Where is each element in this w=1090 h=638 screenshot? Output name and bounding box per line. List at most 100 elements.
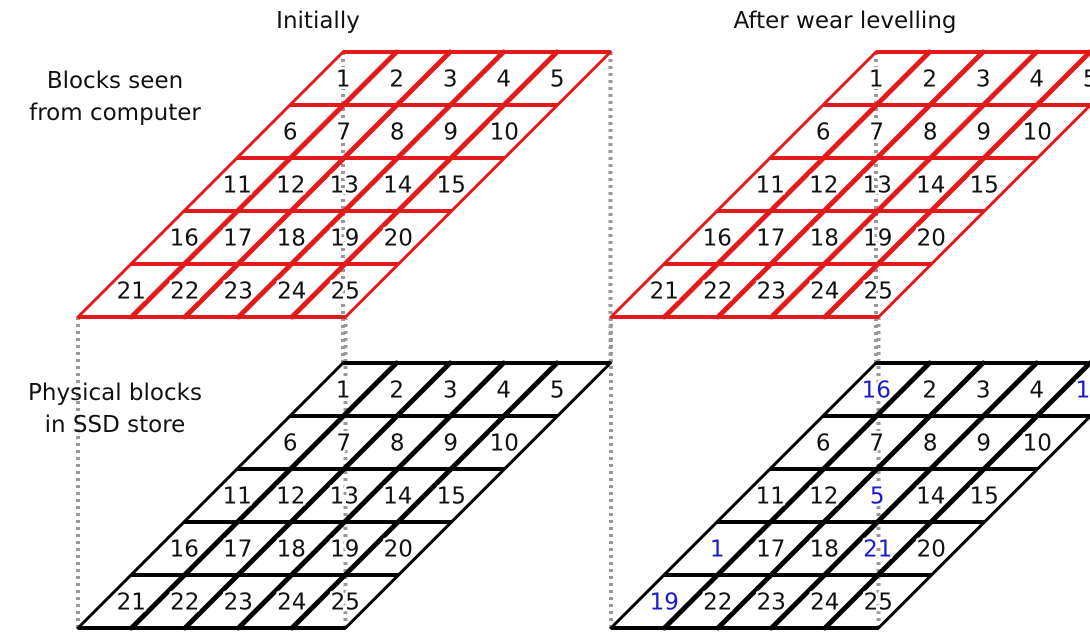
grid-slant-edge	[182, 49, 453, 320]
block-label: 19	[330, 226, 359, 252]
grid-slant-edge	[344, 50, 612, 319]
block-label: 2	[389, 67, 404, 93]
block-label: 4	[1029, 378, 1044, 404]
block-label: 2	[389, 378, 404, 404]
remapped-block-label: 16	[862, 378, 891, 404]
block-label: 11	[223, 173, 252, 199]
block-label: 25	[331, 590, 360, 616]
label-physical-line-1: Physical blocks	[28, 380, 202, 406]
block-label: 6	[283, 431, 298, 457]
block-label: 12	[276, 173, 305, 199]
grid-slant-edge	[182, 360, 453, 631]
block-label: 7	[336, 431, 351, 457]
block-label: 9	[976, 120, 991, 146]
block-label: 22	[170, 590, 199, 616]
grid-slant-edge	[877, 103, 1090, 319]
block-label: 23	[757, 590, 786, 616]
block-label: 16	[170, 537, 199, 563]
remapped-block-label: 5	[870, 484, 885, 510]
block-label: 8	[923, 431, 938, 457]
block-label: 9	[976, 431, 991, 457]
grid-slant-edge	[609, 50, 878, 319]
block-label: 17	[223, 537, 252, 563]
block-label: 8	[390, 431, 405, 457]
grid-slant-edge	[609, 361, 878, 630]
block-label: 13	[863, 173, 892, 199]
block-label: 20	[384, 537, 413, 563]
block-label: 7	[869, 120, 884, 146]
grid-slant-edge	[236, 360, 506, 631]
block-label: 20	[384, 226, 413, 252]
block-label: 1	[869, 67, 884, 93]
grid-slant-edge	[877, 414, 1090, 630]
block-label: 15	[970, 173, 999, 199]
block-label: 23	[224, 279, 253, 305]
block-label: 24	[810, 279, 839, 305]
block-label: 22	[703, 279, 732, 305]
block-label: 2	[922, 67, 937, 93]
block-label: 14	[383, 173, 412, 199]
grid-slant-edge	[715, 360, 986, 631]
block-label: 5	[550, 67, 565, 93]
block-label: 3	[976, 67, 991, 93]
block-label: 13	[330, 484, 359, 510]
block-label: 18	[277, 537, 306, 563]
block-label: 21	[650, 279, 679, 305]
block-label: 23	[757, 279, 786, 305]
block-label: 7	[869, 431, 884, 457]
block-label: 3	[443, 378, 458, 404]
block-label: 23	[224, 590, 253, 616]
block-label: 12	[809, 173, 838, 199]
block-label: 25	[864, 279, 893, 305]
block-label: 6	[816, 120, 831, 146]
title-initially: Initially	[276, 8, 360, 34]
block-label: 5	[550, 378, 565, 404]
block-label: 8	[390, 120, 405, 146]
block-label: 21	[117, 590, 146, 616]
block-label: 4	[496, 378, 511, 404]
block-label: 25	[331, 279, 360, 305]
grid-slant-edge	[129, 360, 399, 631]
title-after-wear-levelling: After wear levelling	[733, 8, 957, 34]
grid-slant-edge	[662, 49, 932, 320]
block-label: 1	[336, 378, 351, 404]
block-label: 3	[443, 67, 458, 93]
block-label: 18	[810, 226, 839, 252]
grid-slant-edge	[76, 50, 345, 319]
block-label: 6	[816, 431, 831, 457]
block-label: 22	[703, 590, 732, 616]
block-label: 13	[330, 173, 359, 199]
grid-slant-edge	[769, 49, 1039, 320]
block-label: 22	[170, 279, 199, 305]
block-label: 11	[756, 173, 785, 199]
block-label: 3	[976, 378, 991, 404]
grid-slant-edge	[822, 49, 1090, 320]
block-label: 16	[703, 226, 732, 252]
block-label: 19	[330, 537, 359, 563]
block-label: 10	[1023, 431, 1052, 457]
block-label: 12	[276, 484, 305, 510]
block-label: 18	[810, 537, 839, 563]
grid-slant-edge	[662, 360, 932, 631]
block-label: 19	[863, 226, 892, 252]
remapped-block-label: 13	[1076, 378, 1090, 404]
logical-grid-after-wear-levelling: 1234567891011121314151617181920212223242…	[609, 49, 1090, 320]
block-label: 15	[437, 173, 466, 199]
block-label: 5	[1083, 67, 1090, 93]
block-label: 20	[917, 226, 946, 252]
remapped-block-label: 1	[710, 537, 725, 563]
block-label: 17	[756, 537, 785, 563]
block-label: 11	[756, 484, 785, 510]
block-label: 17	[223, 226, 252, 252]
label-logical-line-2: from computer	[29, 100, 201, 126]
block-label: 24	[277, 590, 306, 616]
label-logical-line-1: Blocks seen	[46, 68, 184, 94]
grid-slant-edge	[344, 361, 612, 630]
block-label: 24	[810, 590, 839, 616]
block-label: 14	[916, 484, 945, 510]
block-label: 15	[970, 484, 999, 510]
grid-slant-edge	[822, 360, 1090, 631]
block-label: 11	[223, 484, 252, 510]
